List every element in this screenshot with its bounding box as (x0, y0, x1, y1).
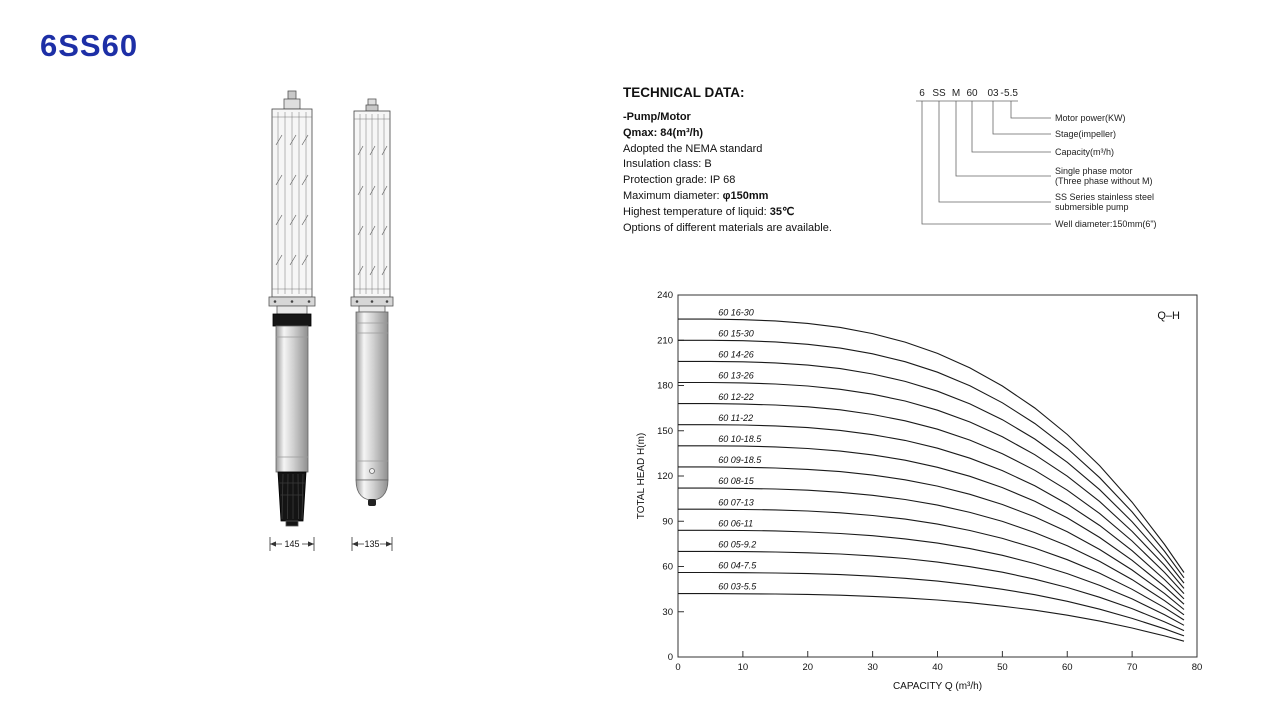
model-code-label: Motor power(KW) (1055, 113, 1126, 123)
x-tick-label: 40 (932, 662, 943, 673)
qh-curve (678, 318, 1185, 573)
model-code-token: 60 (966, 88, 978, 99)
technical-line: Maximum diameter: φ150mm (623, 189, 769, 202)
pump-right-dimension: 135 (351, 537, 393, 551)
y-tick-label: 120 (657, 471, 673, 482)
qh-curve-label: 60 10-18.5 (718, 434, 762, 444)
qh-curve (678, 508, 1185, 621)
qh-curve-label: 60 14-26 (718, 350, 754, 360)
nomenclature-connector (992, 101, 1051, 135)
model-code-token: M (952, 88, 960, 99)
model-code-token: 5.5 (1004, 88, 1018, 99)
qh-curve (678, 487, 1185, 616)
pump-left-dimension-label: 145 (284, 539, 299, 549)
model-code-label: Stage(impeller) (1055, 129, 1116, 139)
technical-data-heading: TECHNICAL DATA: (623, 85, 745, 100)
model-code-label: Single phase motor (1055, 166, 1133, 176)
qh-curve-label: 60 16-30 (718, 307, 754, 317)
technical-line: -Pump/Motor (623, 111, 691, 123)
nomenclature-connector (1010, 101, 1051, 119)
x-tick-label: 50 (997, 662, 1008, 673)
pump-right-dimension-label: 135 (364, 539, 379, 549)
pump-right (350, 98, 394, 506)
qh-curve (678, 360, 1185, 584)
curves: 60 16-30 60 15-30 60 14-26 60 13-26 60 12-22… (678, 307, 1185, 642)
technical-line: Highest temperature of liquid: 35℃ (623, 205, 795, 218)
x-axis-title: CAPACITY Q (m³/h) (893, 681, 982, 692)
technical-line: Adopted the NEMA standard (623, 142, 763, 155)
nomenclature-connector (938, 101, 1051, 203)
y-tick-label: 0 (668, 652, 673, 663)
y-axis-title: TOTAL HEAD H(m) (636, 433, 647, 519)
qh-curve (678, 445, 1185, 605)
qh-curve-label: 60 12-22 (718, 392, 754, 402)
technical-line: Protection grade: IP 68 (623, 174, 736, 187)
plot-border (677, 294, 1198, 658)
qh-curve (678, 381, 1185, 589)
qh-curve-label: 60 06-11 (718, 518, 753, 528)
model-code-label: Well diameter:150mm(6") (1055, 219, 1157, 229)
model-code-token: 6 (919, 88, 925, 99)
y-tick-label: 210 (657, 335, 673, 346)
qh-curve-label: 60 11-22 (718, 413, 753, 423)
model-code-label: Capacity(m³/h) (1055, 147, 1114, 157)
page-title: 6SS60 (40, 28, 139, 63)
qh-curve (678, 593, 1185, 642)
model-code-label: (Three phase without M) (1055, 176, 1153, 186)
model-code-label: submersible pump (1055, 202, 1129, 212)
qh-curve-label: 60 13-26 (718, 371, 754, 381)
qh-curve (678, 466, 1185, 610)
nomenclature-connector (921, 101, 1051, 225)
qh-curve-label: 60 15-30 (718, 328, 754, 338)
qh-curve-label: 60 08-15 (718, 476, 755, 486)
y-tick-label: 150 (657, 426, 673, 437)
qh-curve (678, 339, 1185, 579)
qh-curve-label: 60 09-18.5 (718, 455, 762, 465)
x-axis: 0 10 20 30 40 50 60 70 80 (675, 651, 1202, 673)
x-tick-label: 60 (1062, 662, 1073, 673)
x-tick-label: 70 (1127, 662, 1138, 673)
qh-curve (678, 529, 1185, 626)
technical-line: Qmax: 84(m³/h) (623, 126, 704, 139)
x-tick-label: 80 (1192, 662, 1203, 673)
model-code-token: 03 (987, 88, 999, 99)
qh-performance-chart: 0 30 60 90 120 150 180 210 240 0 10 20 30 40 50 60 70 80 T… (636, 290, 1202, 692)
qh-curve-label: 60 05-9.2 (718, 539, 756, 549)
pump-illustrations: 145 135 (268, 90, 394, 551)
qh-curve (678, 403, 1185, 594)
qh-curve-label: 60 03-5.5 (718, 582, 757, 592)
qh-curve-label: 60 07-13 (718, 497, 754, 507)
pump-left (268, 90, 316, 527)
chart-title: Q–H (1157, 310, 1180, 322)
y-tick-label: 30 (662, 607, 673, 618)
model-code-token: SS (932, 88, 946, 99)
qh-curve (678, 571, 1185, 637)
model-code-label: SS Series stainless steel (1055, 192, 1154, 202)
nomenclature-connector (971, 101, 1051, 153)
technical-line: Insulation class: B (623, 158, 712, 171)
x-tick-label: 0 (675, 662, 680, 673)
y-tick-label: 240 (657, 290, 673, 301)
y-tick-label: 180 (657, 381, 673, 392)
x-tick-label: 30 (867, 662, 878, 673)
qh-curve (678, 424, 1185, 600)
x-tick-label: 20 (802, 662, 813, 673)
y-tick-label: 60 (662, 562, 673, 573)
nomenclature-connector (955, 101, 1051, 177)
model-code-separator: - (1000, 88, 1003, 99)
qh-curve (678, 550, 1185, 632)
x-tick-label: 10 (738, 662, 749, 673)
pump-left-dimension: 145 (269, 537, 315, 551)
qh-curve-label: 60 04-7.5 (718, 561, 757, 571)
technical-line: Options of different materials are avail… (623, 221, 832, 234)
y-tick-label: 90 (662, 516, 673, 527)
